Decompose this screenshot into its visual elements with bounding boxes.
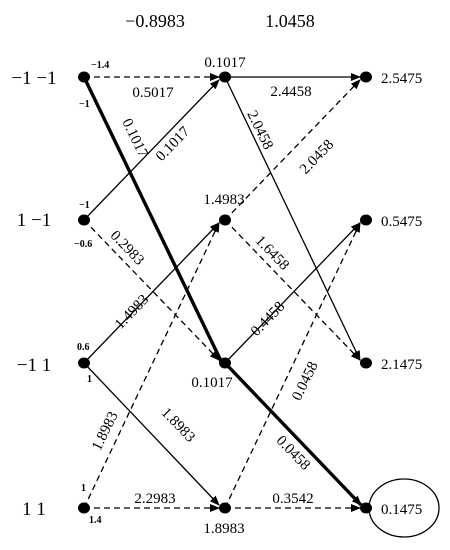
node-label-m2: 0.1017 bbox=[191, 375, 233, 391]
edge-label-s1-m0: 0.1017 bbox=[153, 123, 194, 164]
row-label-0: −1 −1 bbox=[11, 68, 56, 89]
node-label-s2-b: 1 bbox=[87, 374, 92, 385]
edge-label-m1-e2: 1.6458 bbox=[252, 233, 292, 274]
node-e3 bbox=[360, 502, 372, 514]
edge-label-m2-e3: 0.0458 bbox=[273, 433, 313, 474]
header-col1: −0.8983 bbox=[125, 11, 185, 31]
edge-m2-e1 bbox=[224, 222, 361, 364]
node-m2 bbox=[219, 357, 231, 369]
edge-s2-m1 bbox=[83, 222, 220, 364]
node-label-e3: 0.1475 bbox=[381, 502, 422, 518]
edge-label-m2-e1: 0.4458 bbox=[248, 299, 288, 340]
node-label-m1: 1.4983 bbox=[203, 192, 244, 208]
edge-s1-m0 bbox=[83, 79, 220, 221]
node-s2 bbox=[78, 357, 90, 369]
node-s0 bbox=[78, 71, 90, 83]
node-m0 bbox=[219, 71, 231, 83]
node-labels: −1.4 −1 −1 −0.6 0.6 1 1 1.4 0.1017 1.498… bbox=[74, 55, 422, 537]
edge-label-s2-m3: 1.8983 bbox=[158, 405, 198, 446]
node-label-s3-a: 1 bbox=[81, 483, 86, 494]
edge-m1-e0 bbox=[224, 79, 361, 221]
edge-s1-m2 bbox=[83, 219, 220, 361]
node-s1 bbox=[78, 214, 90, 226]
edge-label-s0-m0: 0.5017 bbox=[132, 85, 174, 101]
edge-label-s0-m2: 0.1017 bbox=[118, 116, 151, 161]
node-m1 bbox=[219, 214, 231, 226]
edge-s2-m3 bbox=[83, 362, 220, 506]
row-label-3: 1 1 bbox=[22, 499, 46, 520]
edges bbox=[82, 73, 363, 512]
edge-label-s1-m2: 0.2983 bbox=[107, 228, 147, 269]
node-e1 bbox=[360, 214, 372, 226]
edge-label-s2-m1: 1.4983 bbox=[112, 292, 152, 333]
node-label-e1: 0.5475 bbox=[381, 214, 422, 230]
edge-label-s3-m3: 2.2983 bbox=[134, 491, 175, 507]
node-e0 bbox=[360, 71, 372, 83]
edge-label-s3-m1: 1.8983 bbox=[89, 409, 121, 453]
edge-s3-m1 bbox=[83, 222, 220, 509]
edge-s0-m2 bbox=[82, 76, 224, 364]
node-label-e2: 2.1475 bbox=[381, 357, 422, 373]
edge-m2-e3 bbox=[223, 361, 363, 507]
edge-label-m0-e0: 2.4458 bbox=[270, 84, 311, 100]
edge-label-m1-e0: 2.0458 bbox=[297, 137, 337, 178]
node-m3 bbox=[219, 502, 231, 514]
node-label-s3-b: 1.4 bbox=[89, 515, 102, 526]
node-s3 bbox=[78, 502, 90, 514]
node-label-m3: 1.8983 bbox=[203, 521, 244, 537]
highlight-circle bbox=[368, 478, 440, 538]
edge-label-m0-e2: 2.0458 bbox=[243, 108, 275, 152]
edge-m3-e1 bbox=[224, 222, 361, 509]
nodes bbox=[78, 71, 372, 514]
edge-label-m3-e3: 0.3542 bbox=[272, 491, 313, 507]
node-label-s0-b: −1 bbox=[79, 99, 90, 110]
node-label-e0: 2.5475 bbox=[381, 71, 422, 87]
row-label-1: 1 −1 bbox=[17, 210, 51, 231]
node-label-s2-a: 0.6 bbox=[77, 342, 90, 353]
row-label-2: −1 1 bbox=[17, 355, 51, 376]
node-e2 bbox=[360, 357, 372, 369]
edge-label-m3-e1: 0.0458 bbox=[289, 359, 321, 403]
edge-m1-e2 bbox=[224, 219, 361, 361]
node-label-m0: 0.1017 bbox=[204, 55, 246, 71]
node-label-s1-a: −1 bbox=[79, 200, 90, 211]
edge-m0-e2 bbox=[224, 76, 361, 361]
node-label-s1-b: −0.6 bbox=[74, 239, 92, 250]
header-col2: 1.0458 bbox=[265, 11, 315, 31]
node-label-s0-a: −1.4 bbox=[91, 60, 109, 71]
